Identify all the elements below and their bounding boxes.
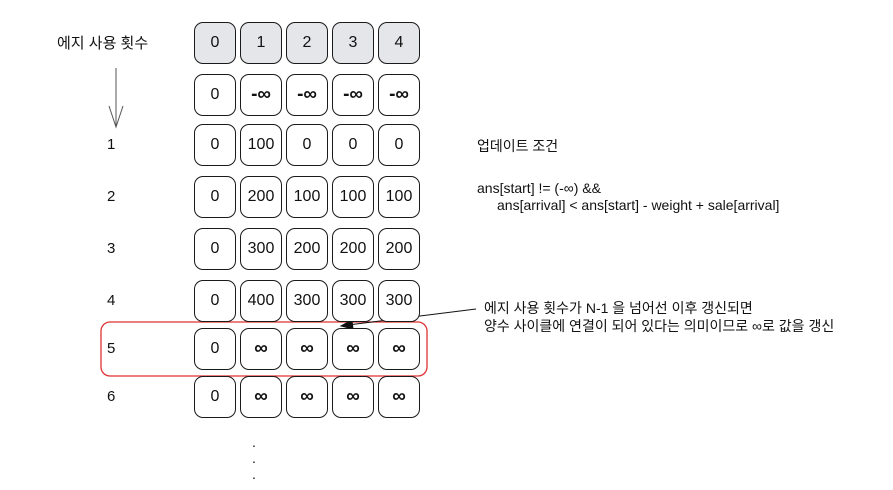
row-label-3: 3 [107, 240, 116, 257]
table-cell: 0 [194, 74, 236, 116]
row-label-4: 4 [107, 292, 116, 309]
table-cell: ∞ [332, 328, 374, 370]
table-cell: 0 [378, 124, 420, 166]
table-cell: 0 [332, 124, 374, 166]
header-cell-4: 4 [378, 22, 420, 64]
table-cell: -∞ [378, 74, 420, 116]
table-cell: 100 [240, 124, 282, 166]
row-label-6: 6 [107, 388, 116, 405]
annotation-line-1: 에지 사용 횟수가 N-1 을 넘어선 이후 갱신되면 [484, 300, 753, 316]
table-cell: 200 [378, 228, 420, 270]
table-cell: 200 [332, 228, 374, 270]
table-cell: ∞ [286, 376, 328, 418]
table-cell: 0 [194, 124, 236, 166]
table-cell: 400 [240, 280, 282, 322]
table-cell: 0 [194, 280, 236, 322]
table-cell: ∞ [332, 376, 374, 418]
table-cell: ∞ [240, 328, 282, 370]
table-cell: ∞ [286, 328, 328, 370]
table-cell: 0 [194, 328, 236, 370]
table-cell: 200 [286, 228, 328, 270]
annotation-line-2: 양수 사이클에 연결이 되어 있다는 의미이므로 ∞로 값을 갱신 [484, 318, 835, 334]
table-cell: 0 [286, 124, 328, 166]
table-cell: 0 [194, 376, 236, 418]
table-cell: 100 [286, 176, 328, 218]
table-cell: 0 [194, 228, 236, 270]
update-condition-line-2: ans[arrival] < ans[start] - weight + sal… [497, 197, 780, 213]
table-cell: -∞ [332, 74, 374, 116]
row-label-2: 2 [107, 188, 116, 205]
header-cell-2: 2 [286, 22, 328, 64]
table-cell: -∞ [286, 74, 328, 116]
table-cell: 200 [240, 176, 282, 218]
row-label-1: 1 [107, 136, 116, 153]
table-cell: ∞ [378, 376, 420, 418]
header-cell-1: 1 [240, 22, 282, 64]
table-cell: ∞ [240, 376, 282, 418]
edge-usage-label: 에지 사용 횟수 [57, 35, 149, 52]
down-arrow [108, 68, 124, 129]
table-cell: -∞ [240, 74, 282, 116]
update-condition-title: 업데이트 조건 [477, 138, 559, 154]
table-cell: 300 [332, 280, 374, 322]
update-condition-line-1: ans[start] != (-∞) && [477, 180, 601, 196]
continuation-dot-3: . [252, 466, 256, 482]
table-cell: 300 [240, 228, 282, 270]
table-cell: 300 [286, 280, 328, 322]
continuation-dot-2: . [252, 450, 256, 466]
table-cell: 100 [332, 176, 374, 218]
row-label-5: 5 [107, 340, 116, 357]
table-cell: 300 [378, 280, 420, 322]
header-cell-0: 0 [194, 22, 236, 64]
table-cell: 100 [378, 176, 420, 218]
table-cell: 0 [194, 176, 236, 218]
header-cell-3: 3 [332, 22, 374, 64]
table-cell: ∞ [378, 328, 420, 370]
continuation-dot-1: . [252, 434, 256, 450]
